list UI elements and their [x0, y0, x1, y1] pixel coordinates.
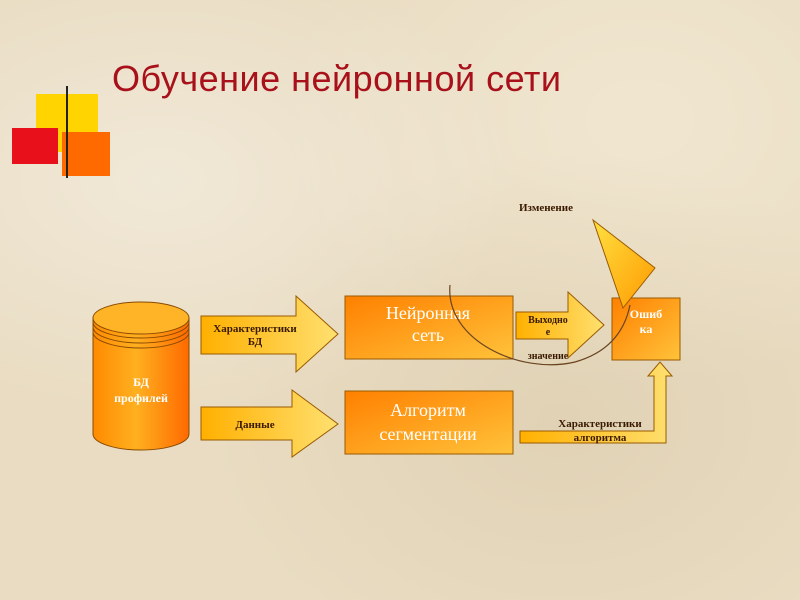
arrow-db-characteristics: Характеристики БД — [200, 294, 339, 374]
neural-network-label-line1: Нейронная — [386, 303, 470, 323]
change-label: Изменение — [519, 202, 573, 214]
arrow-db-characteristics-label-line1: Характеристики — [213, 323, 297, 335]
segmentation-label-line2: сегментации — [379, 424, 477, 444]
arrow-db-characteristics-label-line2: БД — [248, 336, 263, 348]
neural-network-label-line2: сеть — [412, 325, 444, 345]
segmentation-box: Алгоритм сегментации — [344, 390, 514, 455]
algorithm-characteristics-label-line2: алгоритма — [574, 432, 627, 444]
output-value-label-line3: значение — [528, 351, 569, 362]
output-value-label-line1: Выходно — [528, 315, 568, 326]
arrow-data: Данные — [200, 389, 339, 458]
error-label-line2: ка — [640, 322, 653, 336]
output-value-label-line2: е — [546, 327, 551, 338]
database-label-line2: профилей — [114, 391, 168, 405]
database-cylinder: БД профилей — [92, 301, 190, 451]
error-box: Ошиб ка — [611, 297, 681, 361]
neural-network-box: Нейронная сеть — [344, 295, 514, 360]
arrow-data-label: Данные — [235, 419, 274, 431]
error-label-line1: Ошиб — [630, 307, 662, 321]
deco-square-red — [12, 128, 58, 164]
feedback-curve — [449, 284, 631, 366]
slide-title: Обучение нейронной сети — [112, 58, 562, 99]
change-triangle — [591, 218, 656, 310]
algorithm-characteristics-connector: Характеристики алгоритма — [519, 361, 674, 444]
arrow-output-value: Выходно е значение — [515, 290, 605, 362]
segmentation-label-line1: Алгоритм — [390, 400, 466, 420]
database-label-line1: БД — [133, 375, 149, 389]
algorithm-characteristics-label-line1: Характеристики — [558, 418, 642, 430]
